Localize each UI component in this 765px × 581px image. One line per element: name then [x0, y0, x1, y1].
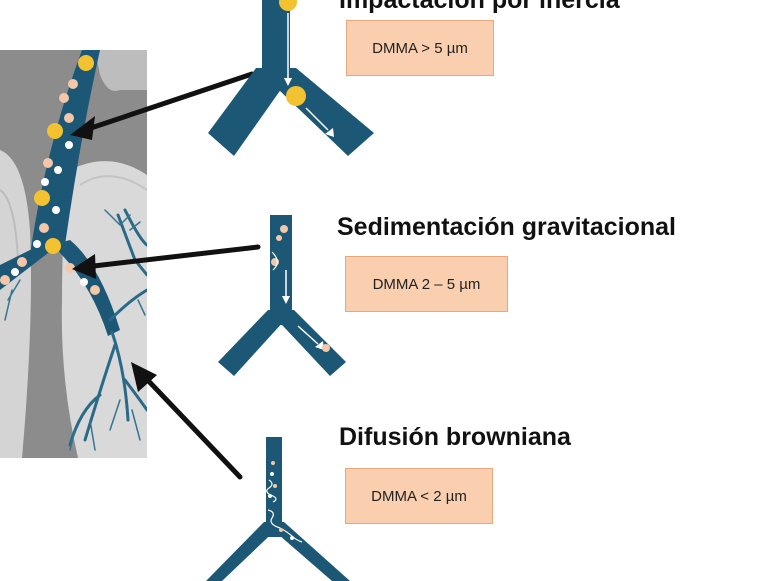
- large-particle-impacted: [286, 86, 306, 106]
- arrow-diffusion: [137, 369, 243, 480]
- title-sedimentation: Sedimentación gravitacional: [337, 213, 676, 241]
- pointer-arrows: [70, 71, 261, 480]
- medium-particle: [68, 79, 78, 89]
- arrow-sedimentation: [82, 244, 261, 270]
- left-lung-lobe: [0, 150, 31, 458]
- trachea-particles: [0, 55, 100, 295]
- large-particle: [78, 55, 94, 71]
- size-badge-diffusion: DMMA < 2 µm: [345, 468, 493, 524]
- large-particle: [279, 0, 297, 11]
- size-badge-impaction: DMMA > 5 µm: [346, 20, 494, 76]
- size-badge-sedimentation: DMMA 2 – 5 µm: [345, 256, 508, 312]
- airway-sedimentation: [218, 215, 346, 376]
- lung-illustration: [0, 50, 147, 458]
- throat-shape: [95, 50, 147, 91]
- title-impaction: Impactación por inercia: [339, 0, 620, 14]
- arrow-impaction: [79, 71, 255, 134]
- small-particle: [65, 141, 73, 149]
- airway-diffusion: [206, 437, 350, 581]
- title-diffusion: Difusión browniana: [339, 423, 571, 451]
- airway-impaction: [208, 0, 374, 156]
